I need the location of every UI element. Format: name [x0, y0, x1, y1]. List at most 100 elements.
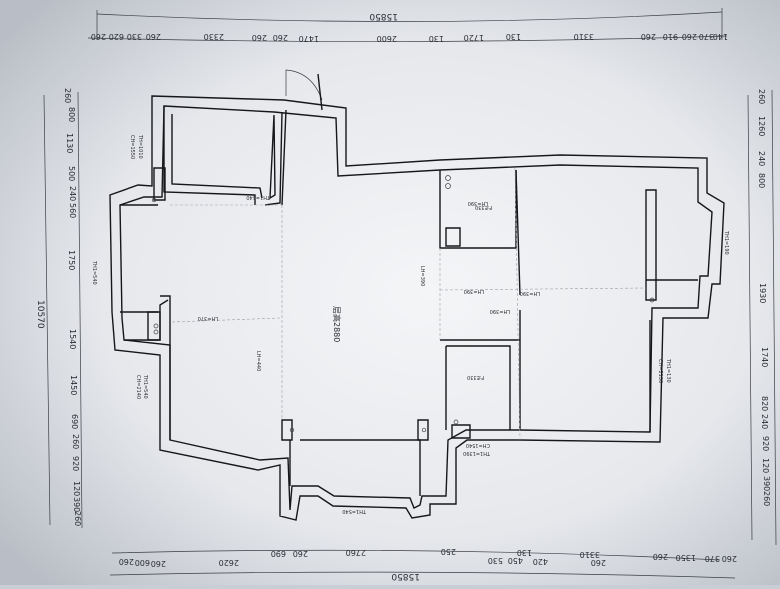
- svg-text:330: 330: [127, 32, 142, 41]
- svg-text:690: 690: [70, 414, 79, 429]
- svg-text:1450: 1450: [69, 375, 78, 395]
- partition-lines: [170, 167, 647, 441]
- svg-text:920: 920: [71, 456, 80, 471]
- svg-text:TH=1010: TH=1010: [137, 134, 143, 159]
- ceiling-height-label: 层高2880: [332, 306, 342, 342]
- svg-text:500: 500: [67, 166, 76, 181]
- svg-text:3310: 3310: [574, 32, 594, 41]
- svg-text:1750: 1750: [67, 250, 76, 270]
- svg-text:240: 240: [760, 414, 769, 429]
- svg-text:620: 620: [109, 32, 124, 41]
- svg-text:1260: 1260: [757, 116, 766, 136]
- bottom-dim-row1: 690 260 2760 250 130 3310 260 1350 370 2…: [271, 547, 737, 563]
- lower-room-walls: [440, 339, 520, 430]
- svg-text:800: 800: [67, 107, 76, 122]
- svg-text:240: 240: [757, 151, 766, 166]
- room-labels: 层高2880 LH=390 LH=390 LH=390 LH=370 LH=44…: [91, 134, 729, 514]
- svg-text:LH=370: LH=370: [198, 315, 218, 321]
- svg-text:260: 260: [653, 552, 668, 561]
- svg-text:260: 260: [591, 558, 606, 567]
- svg-text:2620: 2620: [219, 558, 239, 567]
- svg-text:LH=390: LH=390: [419, 266, 425, 286]
- svg-text:CH=1540: CH=1540: [466, 442, 490, 448]
- svg-text:260: 260: [151, 559, 166, 568]
- svg-text:260: 260: [71, 434, 80, 449]
- fixtures: [151, 175, 655, 433]
- svg-text:TH1=540: TH1=540: [142, 374, 148, 399]
- svg-text:820: 820: [760, 396, 769, 411]
- svg-text:120: 120: [72, 481, 81, 496]
- svg-text:690: 690: [271, 549, 286, 558]
- svg-text:240: 240: [68, 186, 77, 201]
- svg-text:260: 260: [641, 32, 656, 41]
- svg-text:140: 140: [713, 32, 728, 41]
- svg-text:260: 260: [682, 32, 697, 41]
- svg-text:370: 370: [705, 554, 720, 563]
- svg-text:LH=440: LH=440: [255, 351, 261, 371]
- svg-text:420: 420: [533, 557, 548, 566]
- outer-wall: [109, 95, 725, 521]
- top-dimension-chain: 15850 260 620 330 260 2330 260 260 1470 …: [87, 8, 728, 43]
- svg-text:260: 260: [293, 549, 308, 558]
- svg-text:1720: 1720: [464, 33, 484, 42]
- svg-text:2330: 2330: [204, 32, 224, 41]
- svg-text:910: 910: [663, 32, 678, 41]
- svg-text:600: 600: [135, 558, 150, 567]
- svg-text:2600: 2600: [377, 34, 397, 43]
- svg-text:260: 260: [722, 554, 737, 563]
- svg-text:LH=390: LH=390: [490, 308, 510, 314]
- svg-text:560: 560: [68, 203, 77, 218]
- svg-text:TH1=540: TH1=540: [342, 508, 367, 514]
- svg-text:LH=390: LH=390: [464, 288, 484, 294]
- bottom-dimension-chain: 690 260 2760 250 130 3310 260 1350 370 2…: [109, 547, 737, 581]
- storage-room-walls: [163, 106, 283, 206]
- top-dim-row1: 260 620 330 260 2330 260 260 1470 2600 1…: [91, 32, 728, 43]
- svg-text:120: 120: [761, 458, 770, 473]
- svg-text:TH1=540: TH1=540: [246, 194, 271, 200]
- svg-text:390: 390: [762, 476, 771, 491]
- svg-text:370: 370: [699, 32, 714, 41]
- left-dim-segments: 260 800 1130 500 240 560 1750 1540 1450 …: [63, 88, 82, 526]
- right-dimension-chain: 260 1260 240 800 1930 1740 820 240 920 1…: [747, 89, 777, 546]
- svg-text:250: 250: [441, 547, 456, 556]
- left-overall-dim: 10570: [35, 300, 45, 329]
- left-dimension-chain: 10570 260 800 1130 500 240 560 1750 1540…: [35, 88, 83, 529]
- svg-text:3310: 3310: [580, 550, 600, 559]
- svg-text:260: 260: [146, 32, 161, 41]
- svg-text:1130: 1130: [65, 133, 74, 153]
- svg-text:TH1=190: TH1=190: [723, 230, 729, 255]
- svg-text:260: 260: [762, 491, 771, 506]
- svg-text:1470: 1470: [299, 34, 319, 43]
- svg-text:TH1=540: TH1=540: [91, 260, 97, 285]
- svg-text:1930: 1930: [758, 283, 767, 303]
- svg-text:130: 130: [506, 32, 521, 41]
- svg-text:260: 260: [273, 33, 288, 42]
- svg-text:CH=1550: CH=1550: [129, 135, 135, 159]
- room-label-floor-1: F:E330: [475, 204, 492, 210]
- svg-text:LH=390: LH=390: [520, 290, 540, 296]
- svg-text:260: 260: [91, 32, 106, 41]
- bottom-overall-dim: 15850: [391, 571, 420, 581]
- svg-text:LH=390: LH=390: [468, 200, 488, 206]
- svg-text:130: 130: [517, 548, 532, 557]
- svg-text:390: 390: [72, 497, 81, 512]
- bottom-dim-row2: 260 600 260 2620 530 450 420 260: [119, 556, 606, 568]
- svg-text:1740: 1740: [760, 347, 769, 367]
- svg-text:920: 920: [761, 436, 770, 451]
- floor-plan-walls: [109, 69, 725, 521]
- svg-text:1540: 1540: [68, 329, 77, 349]
- svg-text:TH1=130: TH1=130: [665, 358, 671, 383]
- svg-text:130: 130: [429, 34, 444, 43]
- right-dim-segments: 260 1260 240 800 1930 1740 820 240 920 1…: [757, 89, 771, 506]
- svg-text:TH1=1390: TH1=1390: [463, 450, 491, 456]
- svg-text:260: 260: [63, 88, 72, 103]
- svg-text:530: 530: [488, 556, 503, 565]
- svg-text:CH=2130: CH=2130: [657, 359, 663, 383]
- svg-text:2760: 2760: [346, 548, 366, 557]
- svg-text:1350: 1350: [676, 553, 696, 562]
- svg-text:450: 450: [508, 556, 523, 565]
- svg-text:800: 800: [757, 173, 766, 188]
